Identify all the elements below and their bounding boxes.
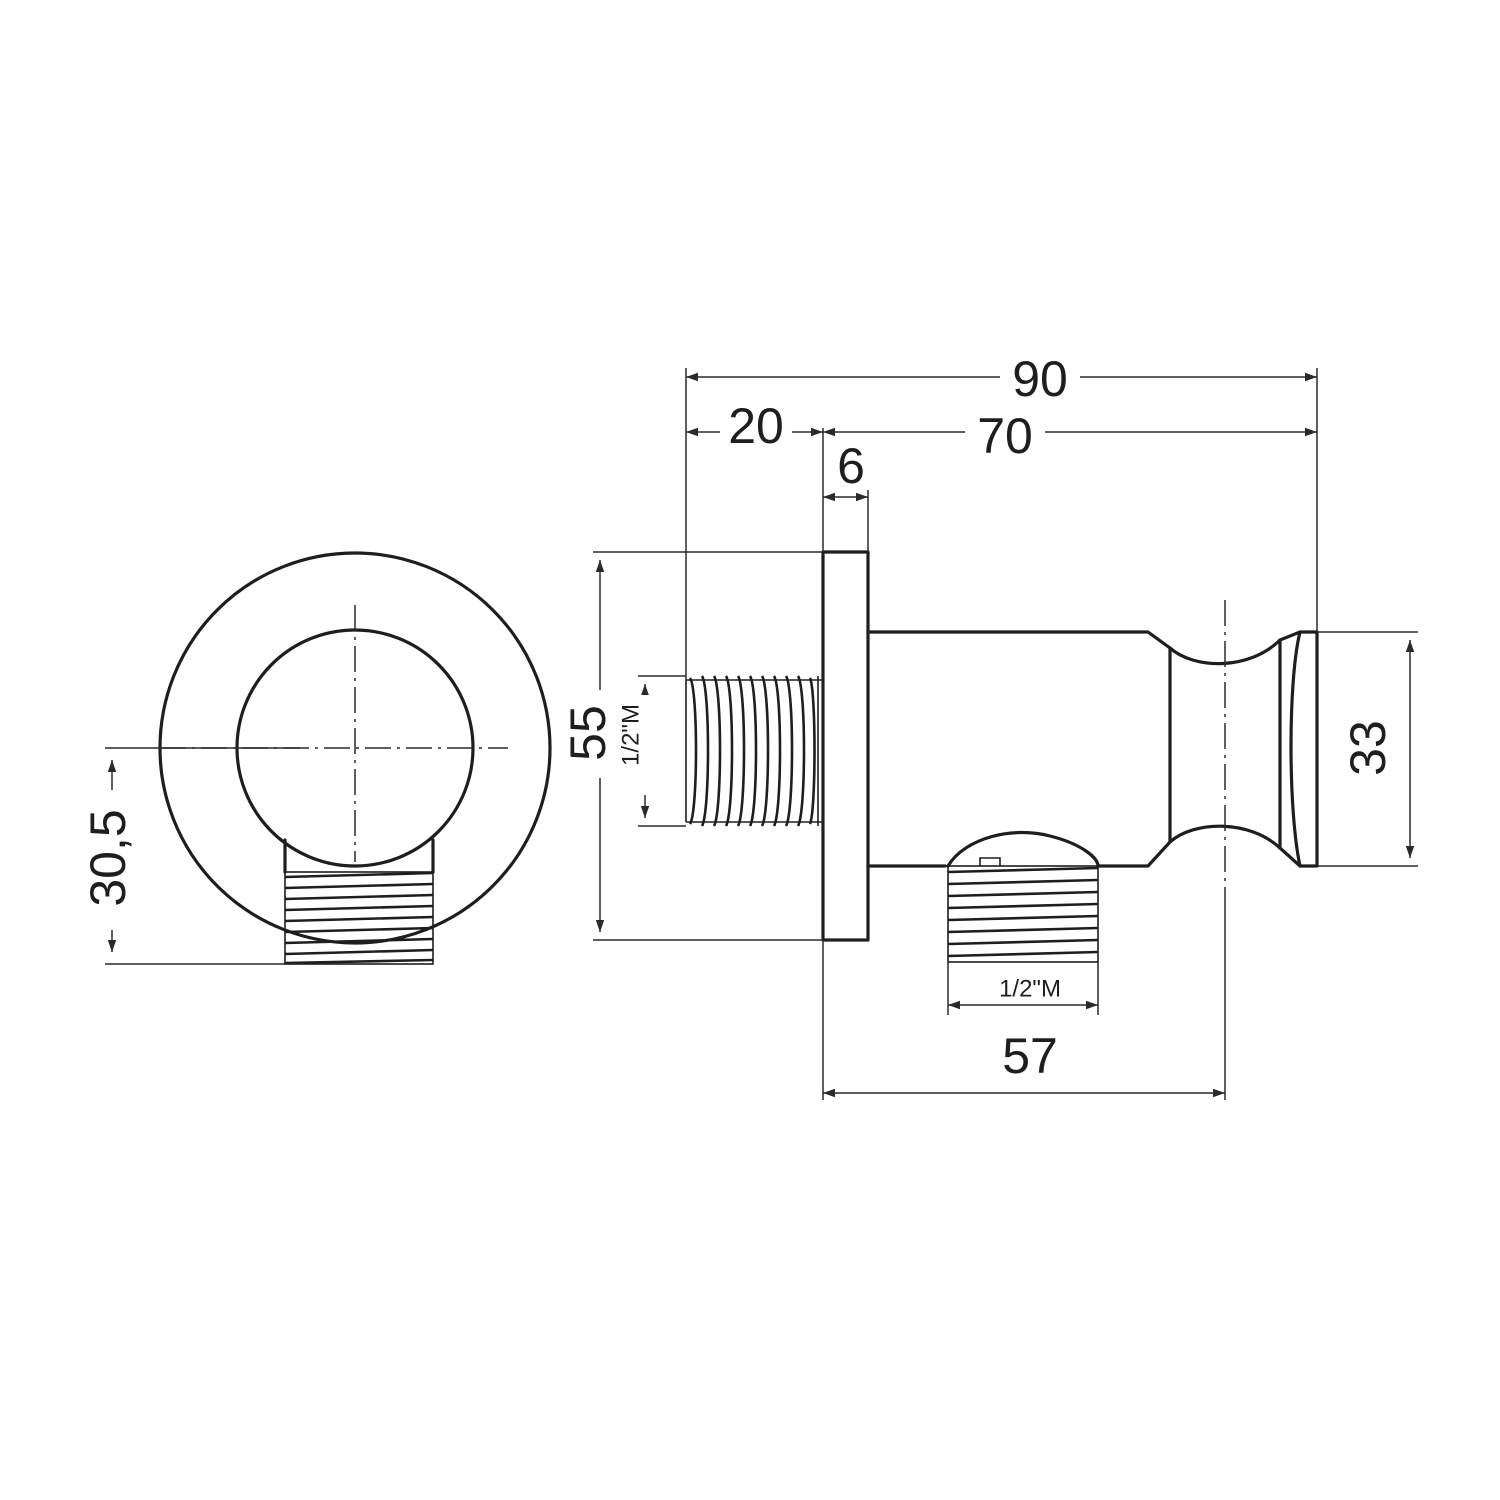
bottom-outlet bbox=[946, 831, 1100, 963]
body-outline bbox=[866, 630, 1319, 868]
holder-lip bbox=[1289, 630, 1302, 868]
front-view: 30,5 bbox=[80, 551, 552, 965]
label-70: 70 bbox=[977, 408, 1033, 464]
front-outlet-thread bbox=[284, 871, 434, 965]
label-20: 20 bbox=[728, 398, 784, 454]
side-view bbox=[685, 550, 1319, 1100]
label-30-5: 30,5 bbox=[80, 809, 136, 906]
dimension-outlet-offset: 57 bbox=[823, 1028, 1225, 1098]
dimension-overall-length: 90 bbox=[686, 345, 1317, 407]
dimension-holder-diameter: 33 bbox=[1317, 631, 1418, 867]
dimension-flange-diameter: 55 bbox=[560, 551, 823, 941]
front-outlet-neck bbox=[283, 838, 435, 874]
dimension-flange-thickness: 6 bbox=[823, 438, 868, 502]
dimension-wall-thread-length: 20 bbox=[686, 398, 823, 460]
dimension-outlet-thread-spec: 1/2"M bbox=[947, 962, 1099, 1015]
label-outlet-thread: 1/2"M bbox=[999, 975, 1061, 1002]
label-57: 57 bbox=[1002, 1028, 1058, 1084]
label-90: 90 bbox=[1012, 351, 1068, 407]
dimension-front-outlet-height: 30,5 bbox=[80, 747, 300, 965]
label-wall-thread: 1/2"M bbox=[617, 704, 644, 766]
dimension-wall-thread-spec: 1/2"M bbox=[612, 675, 686, 827]
label-33: 33 bbox=[1340, 720, 1396, 776]
wall-thread bbox=[685, 675, 823, 827]
label-6: 6 bbox=[837, 438, 865, 494]
dimension-body-length: 70 bbox=[823, 405, 1317, 465]
label-55: 55 bbox=[560, 705, 616, 761]
flange bbox=[821, 550, 870, 942]
holder-profile-lines bbox=[1168, 638, 1282, 850]
